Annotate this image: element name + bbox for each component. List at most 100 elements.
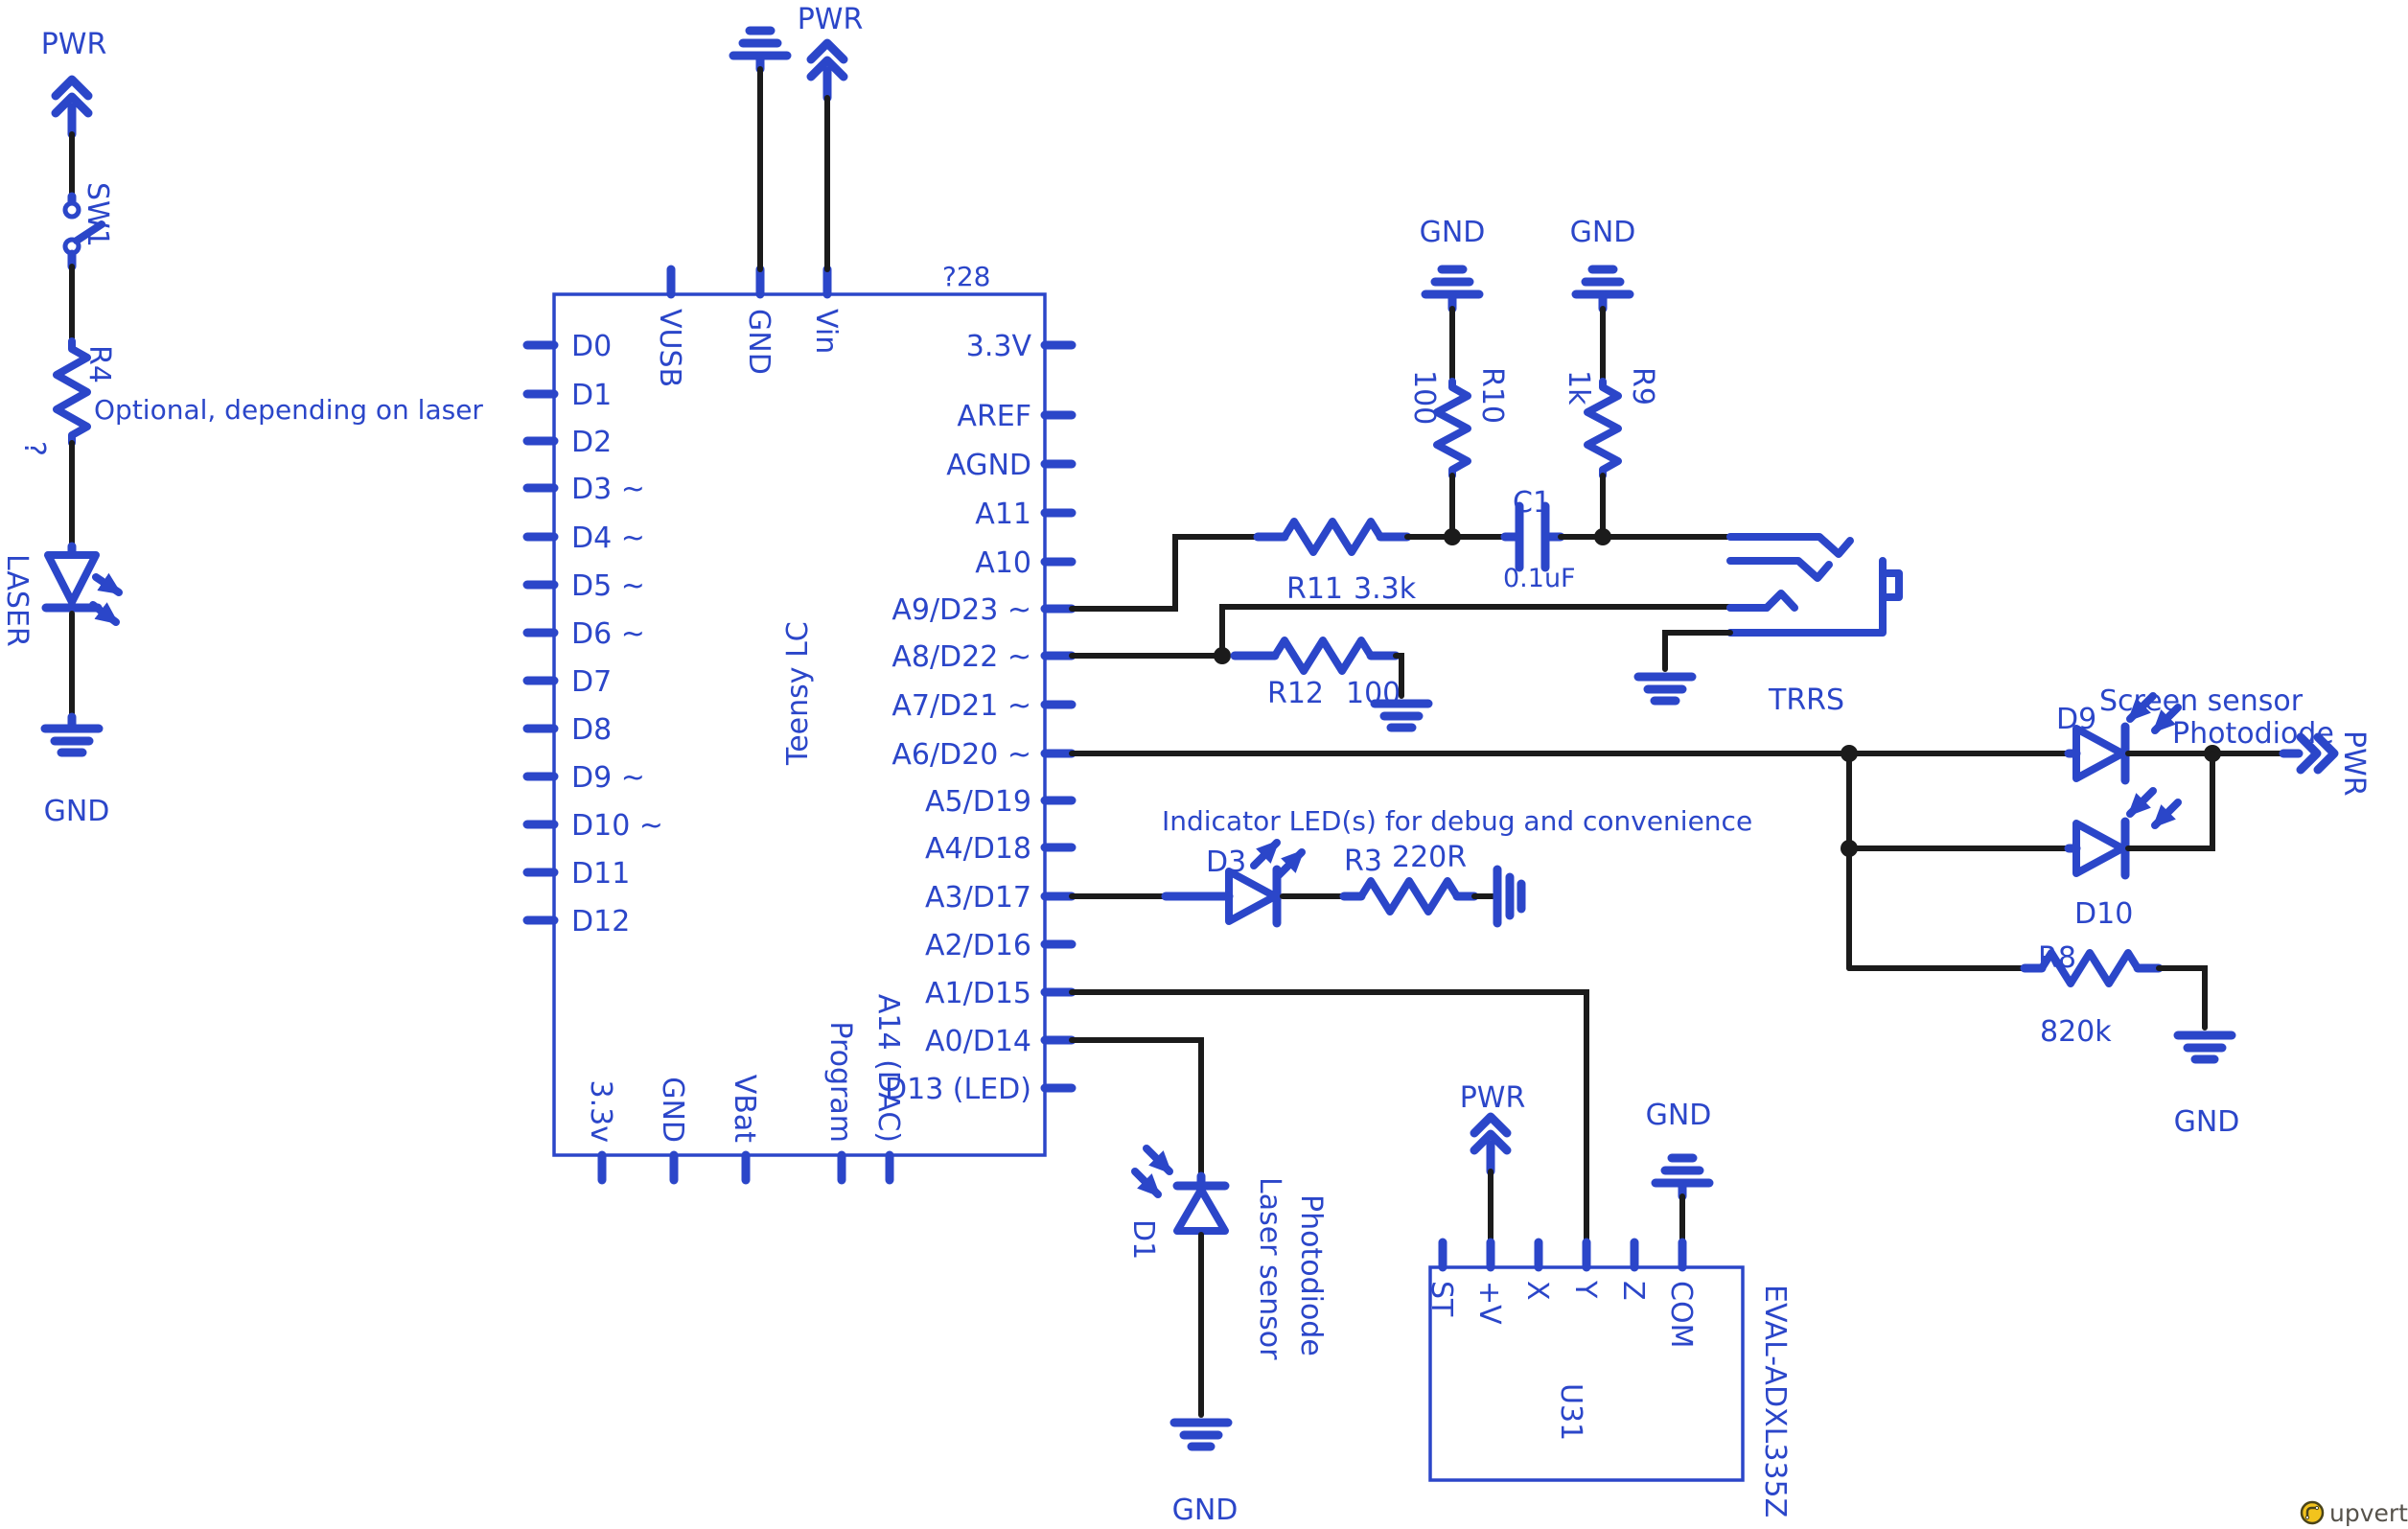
note-optional: Optional, depending on laser (94, 394, 483, 426)
power-flag-photodiode[interactable]: PWR (2279, 730, 2371, 797)
teensy-bottom-pins (597, 1150, 894, 1185)
ground-flag-r10[interactable]: GND (1420, 216, 1486, 313)
pwr-label: PWR (41, 28, 107, 61)
pin-a3-d17: A3/D17 (925, 881, 1031, 915)
trrs-jack[interactable]: TRRS (1726, 533, 1903, 717)
junction-dot (1594, 528, 1611, 545)
u31-pin-z: Z (1616, 1281, 1650, 1301)
pwr-arrow-icon (2313, 732, 2339, 775)
gnd-label: GND (1172, 1494, 1239, 1527)
d3-ref: D3 (1206, 846, 1246, 879)
trrs-ring2-spring (1763, 590, 1798, 612)
resistor-r9[interactable]: 1k R9 (1562, 367, 1659, 479)
power-flag-vin[interactable]: PWR (798, 3, 864, 103)
upverter-logo[interactable]: upverter (2300, 1499, 2408, 1527)
pin-3v3: 3.3V (966, 330, 1032, 363)
d9-light-arrow-icon (2126, 692, 2157, 723)
upverter-logo-trace (2305, 1506, 2318, 1518)
ground-flag-r12[interactable] (1370, 699, 1433, 732)
ground-flag-laser[interactable]: GND (40, 712, 110, 828)
ground-flag-r9[interactable]: GND (1570, 216, 1636, 313)
r10-value: 100 (1407, 370, 1441, 425)
d3-emit-arrow-icon (1275, 848, 1306, 879)
d9-ref: D9 (2056, 703, 2096, 736)
pin-d6: D6 ~ (571, 617, 645, 651)
resistor-r11[interactable]: R11 3.3k (1253, 518, 1417, 606)
u31-pin-y: Y (1568, 1280, 1602, 1299)
r9-value: 1k (1562, 370, 1595, 405)
r4-ref: R4 (82, 345, 116, 383)
teensy-left-pins (522, 340, 559, 925)
pin-d3: D3 ~ (571, 473, 645, 506)
power-flag-accel[interactable]: PWR (1460, 1081, 1526, 1176)
gnd-label: GND (44, 795, 110, 828)
ground-flag-d1[interactable]: GND (1169, 1418, 1239, 1527)
pin-d2: D2 (571, 426, 612, 459)
photodiode-d1[interactable]: D1 (1126, 1145, 1230, 1260)
r12-body (1271, 637, 1375, 675)
pin-aref: AREF (957, 400, 1031, 433)
wire-a8-trrs[interactable] (1219, 604, 1733, 659)
gnd-label: GND (1646, 1099, 1712, 1132)
r9-ref: R9 (1626, 367, 1659, 405)
d10-ref: D10 (2074, 897, 2133, 931)
pwr-arrow-icon (51, 75, 93, 101)
wire-r8-gnd[interactable] (2156, 965, 2208, 1031)
pin-d0: D0 (571, 330, 612, 363)
wire-a9-r11[interactable] (1069, 534, 1261, 612)
pin-d10: D10 ~ (571, 809, 663, 843)
resistor-r8[interactable]: R8 820k (2020, 941, 2164, 1049)
pin-d12: D12 (571, 905, 630, 938)
r8-value: 820k (2040, 1015, 2112, 1049)
power-flag-laser[interactable]: PWR (41, 28, 107, 139)
ground-flag-accel[interactable]: GND (1646, 1099, 1714, 1201)
switch-sw1[interactable]: SW1 (62, 182, 114, 271)
wire-d10-node[interactable] (2125, 751, 2215, 851)
u31-pin-plusv: +V (1472, 1281, 1506, 1325)
resistor-r10[interactable]: 100 R10 (1407, 367, 1509, 479)
resistor-r3[interactable]: R3 220R (1339, 841, 1479, 915)
pin-d13-led: D13 (LED) (885, 1073, 1031, 1106)
pin-d8: D8 (571, 713, 612, 747)
ground-flag-r8[interactable]: GND (2173, 1031, 2240, 1139)
pin-vusb: VUSB (653, 309, 686, 387)
r12-ref: R12 (1267, 677, 1324, 710)
pin-a10: A10 (975, 546, 1031, 580)
u31-pin-x: X (1520, 1281, 1554, 1301)
pin-vbat: VBat (728, 1075, 761, 1143)
accelerometer-u31[interactable]: ST +V X Y Z COM U31 EVAL-ADXL335Z (1424, 1238, 1792, 1517)
pin-a11: A11 (975, 498, 1031, 531)
wire-a0-d1[interactable] (1069, 1037, 1204, 1179)
pwr-label: PWR (2337, 730, 2371, 797)
ground-flag-teensy-top[interactable] (729, 26, 792, 74)
capacitor-c1[interactable]: C1 0.1uF (1500, 486, 1576, 593)
pin-a8-d22: A8/D22 ~ (891, 640, 1031, 674)
ground-flag-trrs[interactable] (1633, 672, 1697, 706)
sw1-label: SW1 (81, 182, 114, 247)
led-laser[interactable]: LASER (0, 542, 123, 647)
wire-a1-accel-y[interactable] (1069, 989, 1589, 1249)
note-indicator: Indicator LED(s) for debug and convenien… (1162, 805, 1752, 837)
ground-flag-r3[interactable] (1493, 865, 1526, 928)
trrs-ref: TRRS (1768, 683, 1844, 717)
photodiode-d10[interactable]: D10 (2064, 787, 2182, 931)
photodiode-d9[interactable]: D9 (2056, 692, 2182, 785)
pwr-label: PWR (798, 3, 864, 36)
c1-value: 0.1uF (1503, 564, 1576, 593)
wire-trrs-gnd[interactable] (1662, 630, 1733, 672)
teensy-top-pins (666, 265, 832, 299)
resistor-r4[interactable]: R4 ? (17, 337, 116, 456)
trrs-plug-notch (1879, 569, 1903, 601)
pin-a7-d21: A7/D21 ~ (891, 689, 1031, 723)
u31-designator: U31 (1554, 1383, 1587, 1441)
r3-body (1357, 877, 1461, 915)
d9-triangle (2072, 725, 2126, 782)
led-d3[interactable]: D3 (1161, 839, 1306, 928)
pwr-arrow-icon (1470, 1129, 1512, 1155)
pwr-arrow-icon (1470, 1112, 1512, 1138)
pin-d1: D1 (571, 379, 612, 412)
r9-body (1584, 378, 1622, 479)
wire-r12-gnd[interactable] (1393, 653, 1404, 699)
teensy-lc[interactable]: ?28 Teensy LC D0 D1 D2 D3 ~ D4 ~ D5 ~ D6… (522, 261, 1077, 1185)
